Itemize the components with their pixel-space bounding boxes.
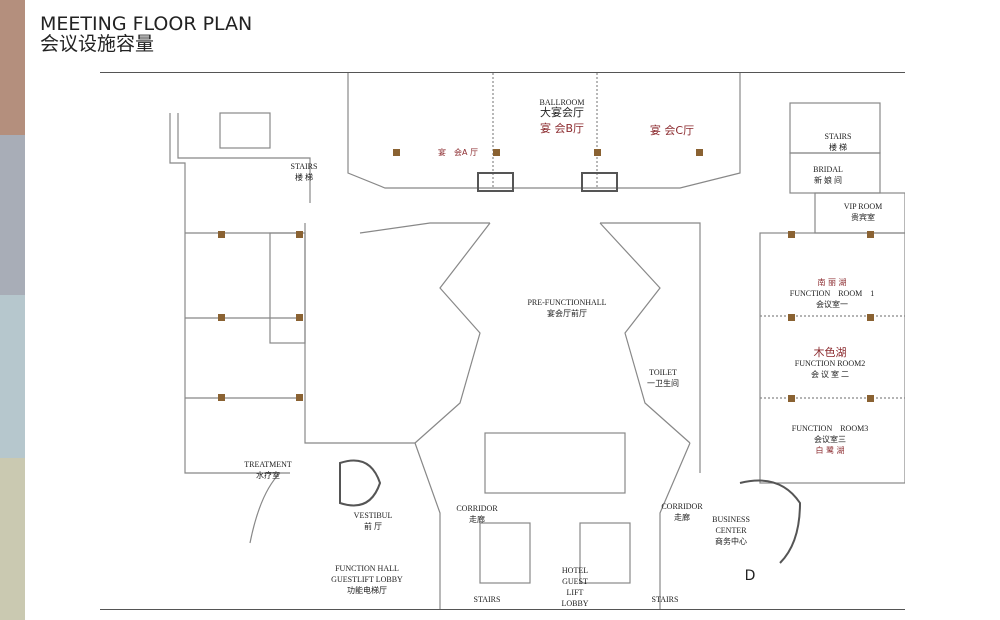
- function-room-3-name: 白 鹭 湖: [815, 446, 845, 455]
- hall-b-label: 宴 会B厅: [539, 122, 585, 135]
- vip-room-label: VIP ROOM 贵宾室: [844, 201, 883, 223]
- treatment-en: TREATMENT: [244, 460, 292, 469]
- hotel-text: HOTEL: [561, 566, 589, 575]
- title-en: MEETING FLOOR PLAN: [40, 13, 253, 35]
- function-room-3-cn: 会议室三: [813, 435, 846, 444]
- treatment-label: TREATMENT 水疗室: [244, 459, 292, 481]
- stairs-bottom-right-label: STAIRS: [651, 595, 679, 604]
- column: [788, 231, 795, 238]
- function-room-2-en: FUNCTION ROOM2: [794, 359, 866, 368]
- lobby-text: LOBBY: [561, 599, 589, 608]
- stairs-right-en: STAIRS: [824, 132, 852, 141]
- bridal-en: BRIDAL: [813, 165, 843, 174]
- title-cn: 会议设施容量: [40, 33, 155, 55]
- color-band-4: [0, 458, 25, 620]
- corridor-left-label: CORRIDOR 走廊: [456, 503, 497, 525]
- stairs-bottom-left-label: STAIRS: [473, 595, 501, 604]
- floor-plan-walls: [169, 73, 905, 609]
- stairs-right-label: STAIRS 楼 梯: [825, 131, 852, 153]
- vip-room-en: VIP ROOM: [843, 202, 883, 211]
- prefunction-hall-en: PRE-FUNCTIONHALL: [527, 298, 607, 307]
- hall-c-label: 宴 会C厅: [649, 124, 695, 137]
- business-center-label: BUSINESS CENTER 商务中心: [712, 514, 750, 547]
- column: [493, 149, 500, 156]
- column: [867, 314, 874, 321]
- stairs-left-cn: 楼 梯: [294, 173, 313, 182]
- stairs-right-cn: 楼 梯: [828, 143, 847, 152]
- bridal-cn: 新 娘 间: [814, 176, 842, 185]
- corridor-right-label: CORRIDOR 走廊: [661, 501, 702, 523]
- column: [218, 314, 225, 321]
- function-hall-en-1: FUNCTION HALL: [335, 564, 399, 573]
- color-band-1: [0, 0, 25, 135]
- function-hall-cn: 功能电梯厅: [346, 586, 387, 595]
- business-center-en-2: CENTER: [715, 526, 747, 535]
- function-room-2-cn: 会 议 室 二: [810, 370, 849, 379]
- lift-text: LIFT: [566, 588, 584, 597]
- corridor-left-en: CORRIDOR: [456, 504, 498, 513]
- function-room-1-en: FUNCTION ROOM 1: [789, 289, 875, 298]
- column: [594, 149, 601, 156]
- function-room-3-en: FUNCTION ROOM3: [791, 424, 869, 433]
- stairs-left-en: STAIRS: [290, 162, 318, 171]
- function-room-1-cn: 会议室一: [815, 300, 848, 309]
- prefunction-hall-cn: 宴会厅前厅: [546, 309, 587, 318]
- corridor-right-cn: 走廊: [674, 513, 690, 522]
- function-room-1-name: 南 丽 湖: [817, 278, 847, 287]
- column: [867, 231, 874, 238]
- page-title: MEETING FLOOR PLAN 会议设施容量: [40, 14, 252, 54]
- column: [393, 149, 400, 156]
- stairs-left-label: STAIRS 楼 梯: [291, 161, 318, 183]
- column: [296, 231, 303, 238]
- vip-room-cn: 贵宾室: [850, 213, 875, 222]
- toilet-label: TOILET 一卫生间: [647, 367, 679, 389]
- guest-text: GUEST: [562, 577, 588, 586]
- color-band-2: [0, 135, 25, 295]
- ballroom-cn: 大宴会厅: [539, 107, 584, 119]
- hall-a-label: 宴 会A 厅: [437, 148, 479, 157]
- column: [788, 314, 795, 321]
- vestibule-en: VESTIBUL: [353, 511, 393, 520]
- column: [788, 395, 795, 402]
- function-room-1-label: 南 丽 湖 FUNCTION ROOM 1 会议室一: [790, 277, 874, 310]
- ballroom-en: BALLROOM: [539, 98, 585, 107]
- business-center-cn: 商务中心: [714, 537, 747, 546]
- column: [867, 395, 874, 402]
- vestibule-label: VESTIBUL 前 厅: [354, 510, 393, 532]
- column: [218, 231, 225, 238]
- marker-d: D: [744, 568, 756, 584]
- hotel-guest-lift-lobby-label: HOTEL GUEST LIFT LOBBY: [561, 565, 588, 609]
- business-center-en-1: BUSINESS: [712, 515, 750, 524]
- column: [296, 394, 303, 401]
- function-hall-en-2: GUESTLIFT LOBBY: [331, 575, 403, 584]
- column: [218, 394, 225, 401]
- function-hall-lobby-label: FUNCTION HALL GUESTLIFT LOBBY 功能电梯厅: [331, 563, 403, 596]
- column: [296, 314, 303, 321]
- function-room-3-label: FUNCTION ROOM3 会议室三白 鹭 湖: [792, 423, 868, 456]
- color-band-3: [0, 295, 25, 458]
- corridor-right-en: CORRIDOR: [661, 502, 703, 511]
- prefunction-hall-label: PRE-FUNCTIONHALL 宴会厅前厅: [527, 297, 606, 319]
- column: [696, 149, 703, 156]
- treatment-cn: 水疗室: [256, 471, 280, 480]
- bridal-label: BRIDAL 新 娘 间: [813, 164, 843, 186]
- function-room-2-name: 木色湖: [813, 346, 847, 359]
- toilet-cn: 一卫生间: [647, 379, 679, 388]
- corridor-left-cn: 走廊: [469, 515, 485, 524]
- vestibule-cn: 前 厅: [363, 522, 382, 531]
- toilet-en: TOILET: [649, 368, 677, 377]
